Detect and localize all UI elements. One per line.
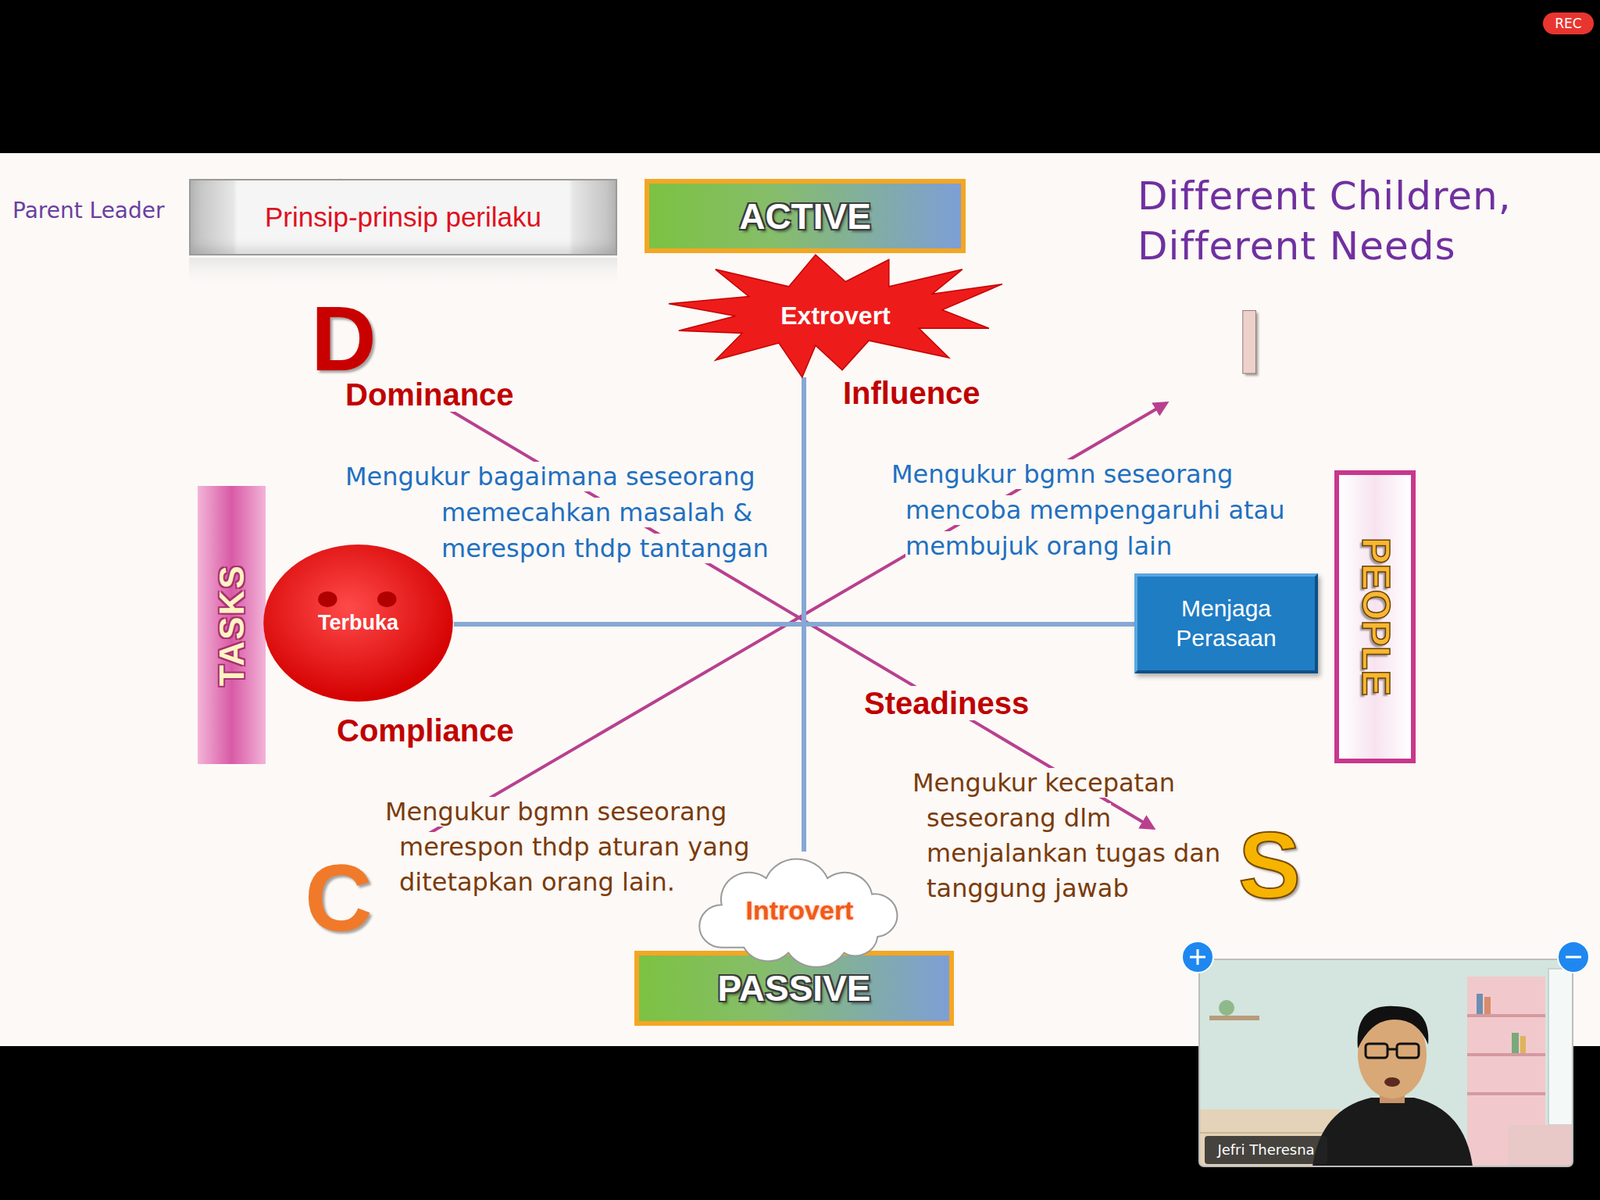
axis-end-bar: ACTIVE: [644, 178, 966, 254]
person-mouth: [1384, 1077, 1400, 1087]
bar-text: PASSIVE: [717, 967, 872, 1010]
plant: [1218, 1000, 1235, 1016]
band-text: PEOPLE: [1353, 537, 1397, 697]
side-band: PEOPLE: [1334, 470, 1416, 764]
slide-ground: [0, 153, 1600, 1047]
badge-text: REC: [1554, 15, 1582, 32]
trait-description-block: Mengukur bgmn seseorang merespon thdp at…: [385, 794, 808, 900]
star-burst: [668, 254, 1003, 378]
burst-shape: Extrovert: [668, 254, 1003, 378]
disc-letter: S: [1238, 812, 1301, 918]
window: [1548, 968, 1573, 1125]
person-hair: [1357, 1006, 1429, 1049]
trait-description-block: Mengukur bgmn seseorang mencoba mempenga…: [891, 456, 1322, 565]
button-circle: [1182, 941, 1214, 973]
disc-letter: C: [304, 845, 373, 950]
book: [1520, 1035, 1526, 1054]
title-block: Different Children, Different Needs: [1137, 171, 1600, 272]
recording-badge: REC: [1542, 12, 1594, 35]
disc-letter: D: [310, 288, 377, 390]
button-circle: [1557, 941, 1590, 973]
trait-name-block: Steadiness: [864, 684, 1029, 722]
disc-letter-block: S: [1238, 817, 1301, 912]
axis-line: [801, 377, 807, 852]
title-button: Prinsip-prinsip perilaku: [189, 178, 618, 256]
book: [1476, 993, 1483, 1015]
trait-name-block: Dominance: [345, 375, 515, 414]
disc-letter-block: D: [310, 293, 377, 385]
wall-shelf: [1209, 1015, 1260, 1021]
band-text: TASKS: [212, 564, 250, 686]
participant-name-tag: Jefri Theresna: [1204, 1135, 1328, 1165]
glasses: [1365, 1043, 1388, 1058]
trait-name: Influence: [842, 375, 981, 411]
trait-name-block: Compliance: [336, 711, 515, 750]
zoom-out-button: [1557, 941, 1590, 973]
presenter-tag-block: Parent Leader: [12, 197, 165, 225]
zoom-in-button: [1182, 941, 1214, 973]
bar-text: ACTIVE: [739, 195, 872, 238]
eye-dot: [317, 591, 338, 608]
video-frame: [1199, 959, 1573, 1167]
trait-name: Dominance: [345, 377, 515, 412]
trait-name: Compliance: [336, 713, 515, 748]
book: [1511, 1032, 1519, 1054]
trait-description: Mengukur bgmn seseorang merespon thdp at…: [385, 796, 750, 897]
trait-description: Mengukur bgmn seseorang mencoba mempenga…: [891, 459, 1285, 561]
cloud-text: Introvert: [746, 894, 854, 927]
axis-end-bar: PASSIVE: [634, 950, 954, 1026]
shelf-board: [1467, 1092, 1546, 1096]
axis-line: [453, 621, 1135, 627]
trait-description: Mengukur kecepatan seseorang dlm menjala…: [912, 767, 1221, 904]
presenter-tag: Parent Leader: [12, 197, 165, 224]
cloud-shape: Introvert: [688, 851, 911, 969]
desk: [1199, 1109, 1340, 1167]
trait-description: Mengukur bagaimana seseorang memecahkan …: [345, 461, 769, 564]
book: [1484, 996, 1491, 1015]
eye-dot: [377, 591, 397, 608]
cushion: [1507, 1125, 1573, 1167]
burst-text: Extrovert: [780, 300, 891, 331]
button-reflection: [189, 257, 618, 291]
desk-drawer: [1199, 1132, 1340, 1134]
glasses: [1387, 1048, 1397, 1051]
participant-name: Jefri Theresna: [1217, 1141, 1315, 1159]
shelf-board: [1467, 1014, 1546, 1018]
shelf-board: [1467, 1053, 1546, 1057]
disc-letter-block: I: [1236, 296, 1262, 388]
room-wall: [1199, 959, 1573, 1167]
plus-sign: [1196, 949, 1200, 965]
trait-description-block: Mengukur bagaimana seseorang memecahkan …: [345, 458, 815, 567]
process-box: Menjaga Perasaan: [1134, 573, 1318, 674]
disc-letter-block: C: [304, 850, 373, 945]
box-text: Menjaga Perasaan: [1148, 593, 1304, 654]
video-thumbnail: [1199, 959, 1573, 1167]
side-band: TASKS: [197, 485, 266, 765]
trait-name: Steadiness: [864, 685, 1029, 721]
person-shirt: [1312, 1097, 1473, 1167]
trait-name-block: Influence: [842, 374, 981, 412]
disc-letter: I: [1236, 291, 1262, 393]
glasses: [1396, 1043, 1419, 1058]
face-ellipse: Terbuka: [262, 543, 454, 703]
trait-description-block: Mengukur kecepatan seseorang dlm menjala…: [912, 765, 1249, 907]
ellipse-text: Terbuka: [317, 610, 399, 636]
red-ellipse: [263, 544, 454, 702]
slide-title: Different Children, Different Needs: [1137, 173, 1512, 269]
button-text: Prinsip-prinsip perilaku: [264, 200, 542, 234]
minus-sign: [1565, 956, 1582, 959]
